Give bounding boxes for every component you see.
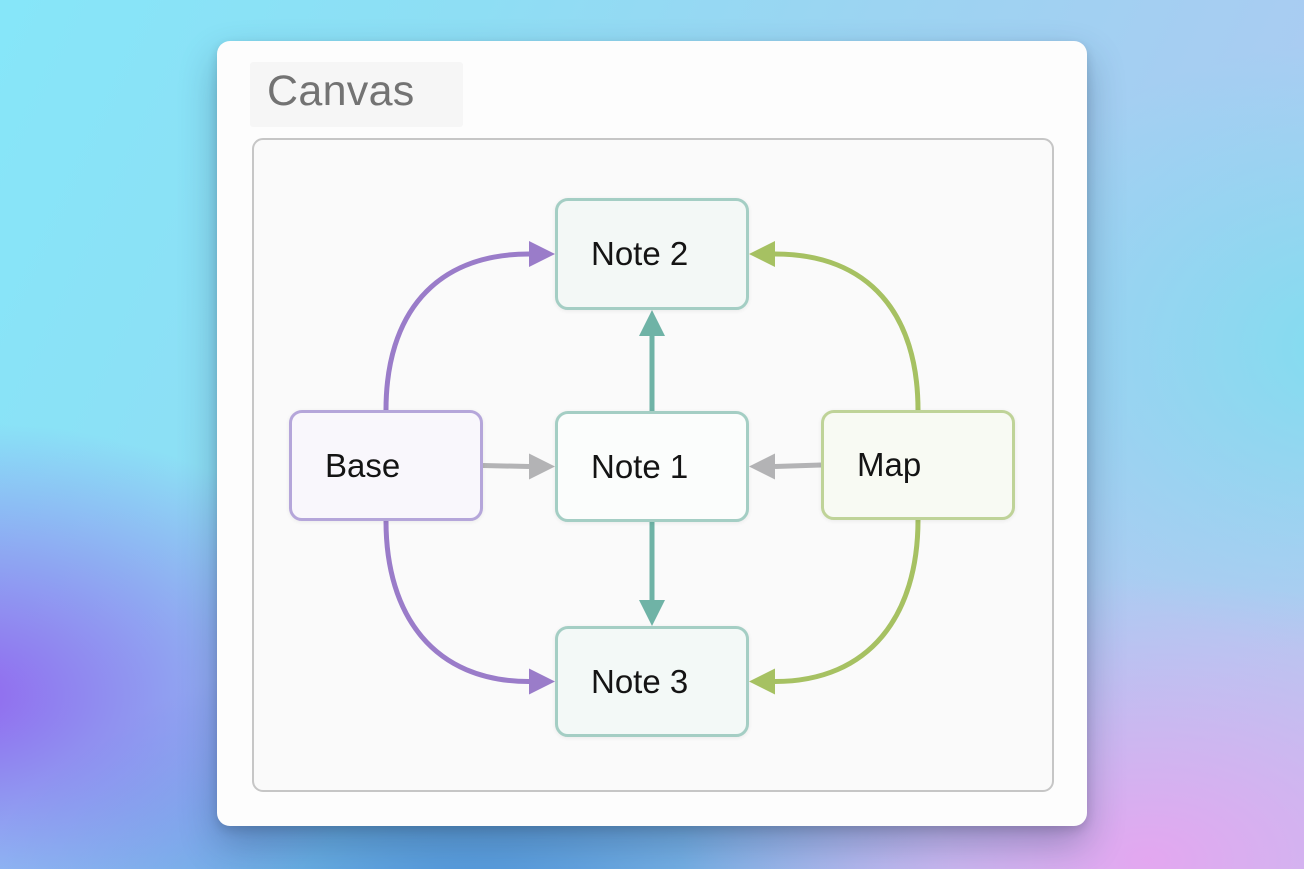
canvas-node-base[interactable]: Base xyxy=(289,410,483,521)
arrowhead-icon xyxy=(639,600,665,626)
edge-base-note1 xyxy=(482,453,555,480)
arrowhead-icon xyxy=(749,453,775,480)
arrowhead-icon xyxy=(529,668,555,695)
arrowhead-icon xyxy=(529,453,555,480)
arrowhead-icon xyxy=(749,668,775,695)
canvas-node-map[interactable]: Map xyxy=(821,410,1015,520)
edge-map-note1 xyxy=(749,453,822,480)
page-title: Canvas xyxy=(250,62,463,127)
arrowhead-icon xyxy=(749,241,775,267)
node-label: Base xyxy=(325,446,401,484)
canvas-node-note1[interactable]: Note 1 xyxy=(555,411,749,522)
canvas-node-note2[interactable]: Note 2 xyxy=(555,198,749,310)
node-label: Map xyxy=(857,446,922,483)
edge-map-note2 xyxy=(749,241,921,411)
canvas-node-note3[interactable]: Note 3 xyxy=(555,626,749,737)
edge-note1-note3 xyxy=(639,522,665,626)
arrowhead-icon xyxy=(639,310,665,336)
arrowhead-icon xyxy=(529,241,555,267)
edge-base-note3 xyxy=(383,520,555,695)
node-label: Note 1 xyxy=(591,447,689,485)
edge-map-note3 xyxy=(749,519,921,695)
node-label: Note 2 xyxy=(591,235,689,272)
edge-note1-note2 xyxy=(639,310,665,411)
edge-base-note2 xyxy=(383,241,555,411)
node-label: Note 3 xyxy=(591,662,689,700)
